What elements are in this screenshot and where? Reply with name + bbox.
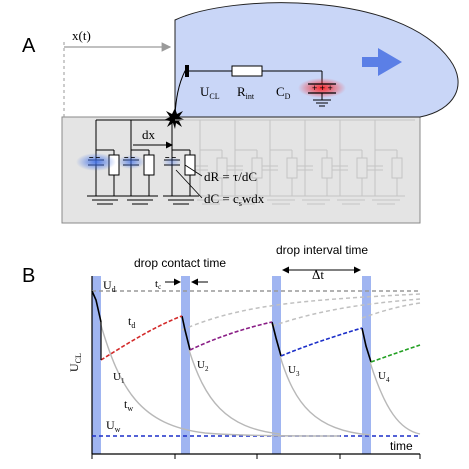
u3-label: U3 — [288, 364, 300, 378]
drop-contact-time-label: drop contact time — [134, 256, 226, 270]
dr-formula: dR = τ/dC — [204, 169, 257, 184]
contact-bar-3 — [272, 276, 281, 454]
charging-curve-blue — [280, 327, 363, 357]
svg-text:– –: – – — [165, 153, 177, 162]
contact-bar-4 — [362, 276, 371, 454]
motion-arrow-icon — [362, 48, 402, 76]
contact-bar-2 — [181, 276, 190, 454]
panel-b: B — [22, 243, 421, 459]
u4-label: U4 — [378, 370, 390, 384]
x-of-t-label: x(t) — [72, 28, 91, 43]
panel-a: A x(t) + + + UCL Rint CD — [22, 2, 459, 224]
dr-pointer — [184, 164, 203, 177]
r-int-label: Rint — [237, 84, 255, 101]
contact-line-star-icon — [164, 108, 185, 129]
contact-bar-1 — [92, 276, 101, 454]
recovery-curve-3 — [361, 302, 421, 319]
decay-curve-1 — [99, 321, 341, 437]
decay-curve-4 — [369, 361, 421, 435]
contact-drop-4 — [361, 327, 372, 363]
charging-curve-red — [100, 315, 183, 361]
panel-a-label: A — [22, 35, 36, 57]
charging-curve-green — [370, 344, 421, 363]
decay-curve-2 — [188, 349, 281, 435]
x-axis-label: time — [390, 439, 413, 453]
dx-label: dx — [142, 127, 156, 142]
u-cl-label: UCL — [200, 84, 220, 101]
panel-b-label: B — [22, 265, 35, 287]
decay-curve-3 — [279, 355, 371, 436]
t-d-label: td — [128, 314, 135, 330]
c-d-label: CD — [276, 84, 291, 101]
svg-text:– –: – – — [124, 153, 136, 162]
tc-label: tc — [155, 278, 161, 291]
contact-drop-2 — [181, 315, 191, 351]
svg-text:– –: – – — [89, 153, 101, 162]
drop-interval-time-label: drop interval time — [276, 243, 368, 257]
y-axis-label: UCL — [67, 353, 83, 372]
charge-glow-blue-1 — [76, 153, 116, 171]
water-drop — [174, 2, 459, 118]
u2-label: U2 — [197, 359, 209, 373]
r-int-resistor — [231, 65, 263, 77]
u-d-label: Ud — [103, 278, 116, 294]
dc-pointer — [175, 169, 203, 199]
u1-label: U1 — [113, 371, 125, 385]
recovery-curve-2 — [271, 298, 421, 327]
contact-drop-3 — [271, 321, 282, 357]
t-w-label: tw — [124, 397, 133, 413]
charge-glow-blue-2 — [117, 155, 145, 169]
delta-t-label: Δt — [312, 267, 324, 282]
charging-curve-purple — [189, 321, 273, 351]
recovery-curve-1 — [181, 293, 421, 331]
dc-formula: dC = cswdx — [204, 191, 265, 208]
x-ticks — [91, 454, 421, 459]
charge-glow-blue-3 — [162, 157, 182, 167]
contact-drop-1 — [91, 290, 102, 323]
cd-plus-signs: + + + — [312, 83, 333, 93]
u-w-label: Uw — [106, 418, 121, 434]
minus-signs: – – – – – – — [89, 153, 177, 162]
ghost-rc-ladder — [175, 119, 415, 205]
